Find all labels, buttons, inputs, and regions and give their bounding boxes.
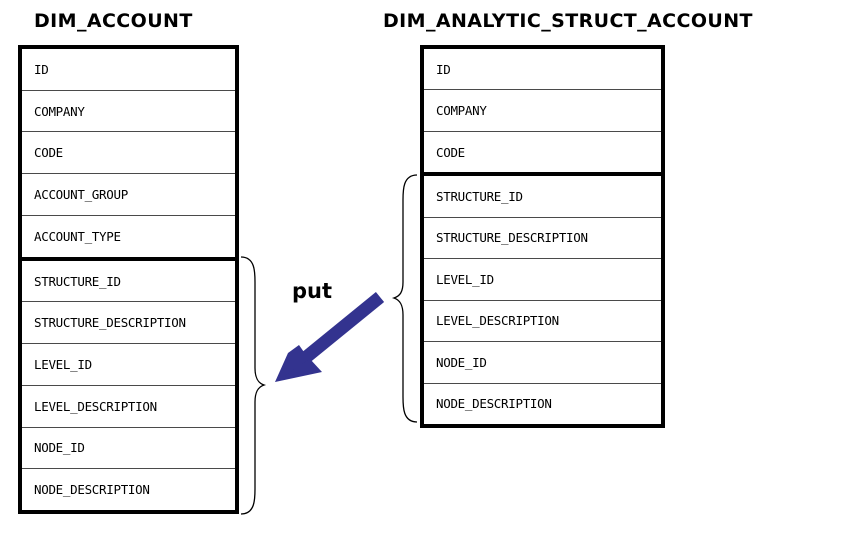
column-name: NODE_ID — [436, 354, 487, 370]
relationship-label-put: put — [292, 279, 333, 303]
right-column-list: ID COMPANY CODE STRUCTURE_ID STRUCTURE_DESCR… — [424, 49, 661, 424]
column-row[interactable]: COMPANY — [22, 90, 235, 133]
column-name: LEVEL_DESCRIPTION — [436, 313, 559, 329]
column-name: COMPANY — [436, 103, 487, 119]
column-name: STRUCTURE_DESCRIPTION — [34, 315, 186, 331]
column-name: ACCOUNT_TYPE — [34, 228, 121, 244]
entity-box-dim-analytic-struct-account[interactable]: ID COMPANY CODE STRUCTURE_ID STRUCTURE_DESCR… — [420, 45, 665, 428]
column-name: NODE_DESCRIPTION — [436, 396, 552, 412]
column-name: CODE — [34, 145, 63, 161]
column-row[interactable]: ACCOUNT_GROUP — [22, 174, 235, 216]
column-row[interactable]: ID — [22, 49, 235, 91]
column-name: CODE — [436, 144, 465, 160]
entity-box-dim-account[interactable]: ID COMPANY CODE ACCOUNT_GROUP ACCOUNT_TYPE ST… — [18, 45, 239, 514]
column-name: STRUCTURE_DESCRIPTION — [436, 230, 588, 246]
column-row[interactable]: STRUCTURE_DESCRIPTION — [424, 217, 661, 260]
column-row[interactable]: LEVEL_DESCRIPTION — [22, 385, 235, 428]
column-name: ID — [34, 61, 49, 77]
column-name: STRUCTURE_ID — [34, 273, 121, 289]
column-row[interactable]: STRUCTURE_DESCRIPTION — [22, 302, 235, 345]
column-name: LEVEL_DESCRIPTION — [34, 398, 157, 414]
column-name: LEVEL_ID — [34, 357, 92, 372]
right-curly-brace — [391, 174, 418, 423]
column-name: NODE_ID — [34, 440, 85, 456]
left-curly-brace — [240, 256, 267, 515]
column-row[interactable]: NODE_ID — [424, 342, 661, 384]
column-row[interactable]: LEVEL_DESCRIPTION — [424, 300, 661, 343]
column-row[interactable]: CODE — [22, 132, 235, 175]
column-row[interactable]: COMPANY — [424, 90, 661, 132]
column-row[interactable]: NODE_DESCRIPTION — [22, 469, 235, 511]
column-row[interactable]: NODE_ID — [22, 427, 235, 470]
left-column-list: ID COMPANY CODE ACCOUNT_GROUP ACCOUNT_TYPE ST… — [22, 49, 235, 511]
column-name: NODE_DESCRIPTION — [34, 482, 150, 498]
column-row[interactable]: ID — [424, 49, 661, 91]
column-row[interactable]: LEVEL_ID — [22, 344, 235, 386]
column-name: STRUCTURE_ID — [436, 189, 523, 205]
column-row[interactable]: STRUCTURE_ID — [424, 176, 661, 218]
column-name: COMPANY — [34, 103, 85, 119]
column-row[interactable]: ACCOUNT_TYPE — [22, 215, 235, 261]
column-name: LEVEL_ID — [436, 271, 494, 287]
column-name: ID — [436, 61, 451, 77]
mapping-arrow — [275, 291, 385, 382]
column-row[interactable]: CODE — [424, 131, 661, 177]
column-row[interactable]: NODE_DESCRIPTION — [424, 383, 661, 424]
right-table-title: DIM_ANALYTIC_STRUCT_ACCOUNT — [383, 10, 753, 32]
column-row[interactable]: STRUCTURE_ID — [22, 260, 235, 303]
column-row[interactable]: LEVEL_ID — [424, 259, 661, 301]
left-table-title: DIM_ACCOUNT — [34, 10, 193, 32]
column-name: ACCOUNT_GROUP — [34, 187, 128, 203]
